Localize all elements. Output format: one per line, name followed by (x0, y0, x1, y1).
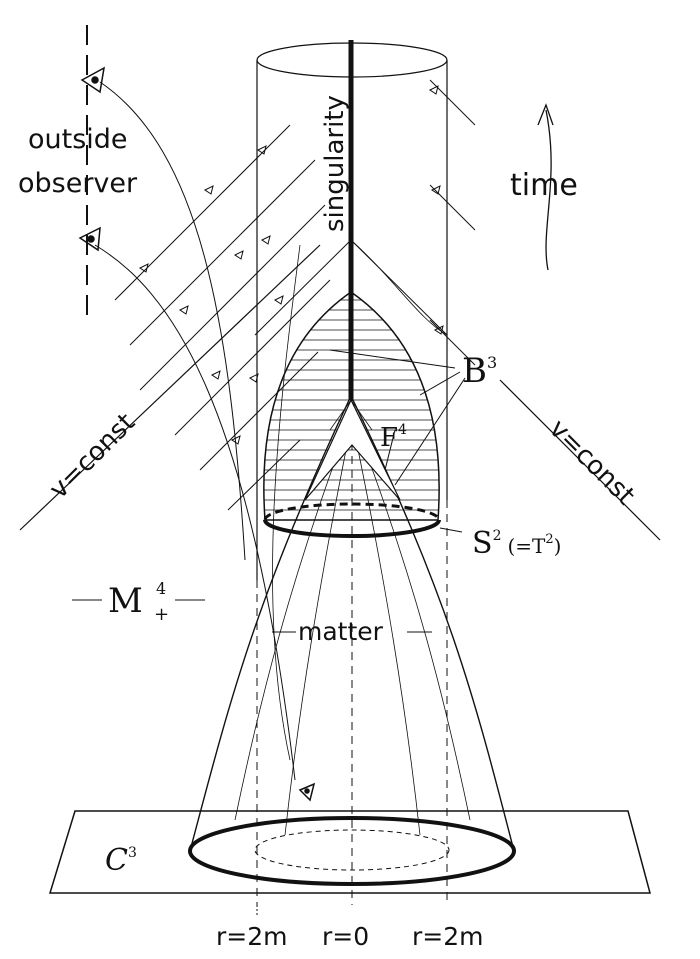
observer-worldline-1 (99, 81, 246, 561)
v-const-line-right (499, 379, 661, 541)
r-2m-left-label: r=2m (216, 922, 287, 951)
m4-sub: + (154, 604, 169, 625)
matter-label: matter (298, 617, 384, 646)
f4-region (304, 398, 401, 501)
c3-label: C3 (105, 843, 137, 878)
v-const-left-label: v=const (44, 408, 141, 505)
ground-plane (48, 810, 651, 894)
eye-icon (78, 226, 101, 252)
outside-observer-label-2: observer (18, 168, 138, 199)
label-leaders (72, 349, 466, 633)
null-rays (114, 79, 476, 511)
v-const-line-left (19, 244, 321, 531)
f4-label: F4 (380, 422, 407, 453)
cone-left-side (189, 397, 351, 852)
b3-label: B3 (462, 351, 497, 391)
small-eye-markers (139, 85, 444, 445)
b3-region (263, 291, 440, 521)
s2-ring-front (263, 519, 441, 538)
outside-observer-label-1: outside (28, 124, 128, 155)
eye-icon (80, 66, 105, 94)
r-0-label: r=0 (322, 922, 369, 951)
matter-worldlines (234, 419, 471, 836)
time-label: time (510, 168, 578, 203)
time-arrow-icon (545, 109, 552, 271)
v-const-right-label: v=const (543, 414, 640, 511)
m4-sup: 4 (156, 579, 166, 598)
eye-icon (298, 782, 316, 802)
r-2m-right-label: r=2m (412, 922, 483, 951)
s2-label: S2(=T2) (472, 526, 561, 561)
m4-label: M (108, 581, 143, 621)
singularity-label: singularity (320, 95, 350, 232)
